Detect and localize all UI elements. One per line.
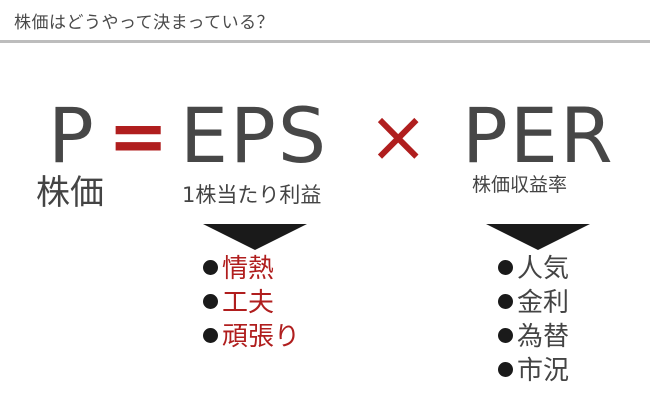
list-item: 人気 <box>498 252 569 286</box>
list-item: 工夫 <box>203 286 300 320</box>
page-title: 株価はどうやって決まっている？ <box>14 13 275 33</box>
bullet-icon <box>498 294 513 309</box>
per-label: 株価収益率 <box>472 174 568 196</box>
list-item: 市況 <box>498 354 569 388</box>
bullet-icon <box>498 260 513 275</box>
eps-label: 1株当たり利益 <box>182 183 322 207</box>
bullet-icon <box>203 328 218 343</box>
list-item: 頑張り <box>203 320 300 354</box>
per-down-arrow <box>486 224 590 250</box>
bullet-icon <box>203 294 218 309</box>
per-factor-list: 人気 金利 為替 市況 <box>498 252 569 388</box>
bullet-icon <box>498 328 513 343</box>
p-label: 株価 <box>36 173 104 213</box>
formula-eps: EPS <box>180 91 329 180</box>
formula-per: PER <box>462 91 615 180</box>
equals-sign: = <box>108 94 169 178</box>
bullet-icon <box>498 362 513 377</box>
title-divider <box>0 40 650 43</box>
eps-factor-list: 情熱 工夫 頑張り <box>203 252 300 354</box>
list-item: 情熱 <box>203 252 300 286</box>
formula-p: P <box>48 91 96 180</box>
list-item: 金利 <box>498 286 569 320</box>
bullet-icon <box>203 260 218 275</box>
list-item: 為替 <box>498 320 569 354</box>
multiply-sign: × <box>368 94 429 178</box>
eps-down-arrow <box>203 224 307 250</box>
